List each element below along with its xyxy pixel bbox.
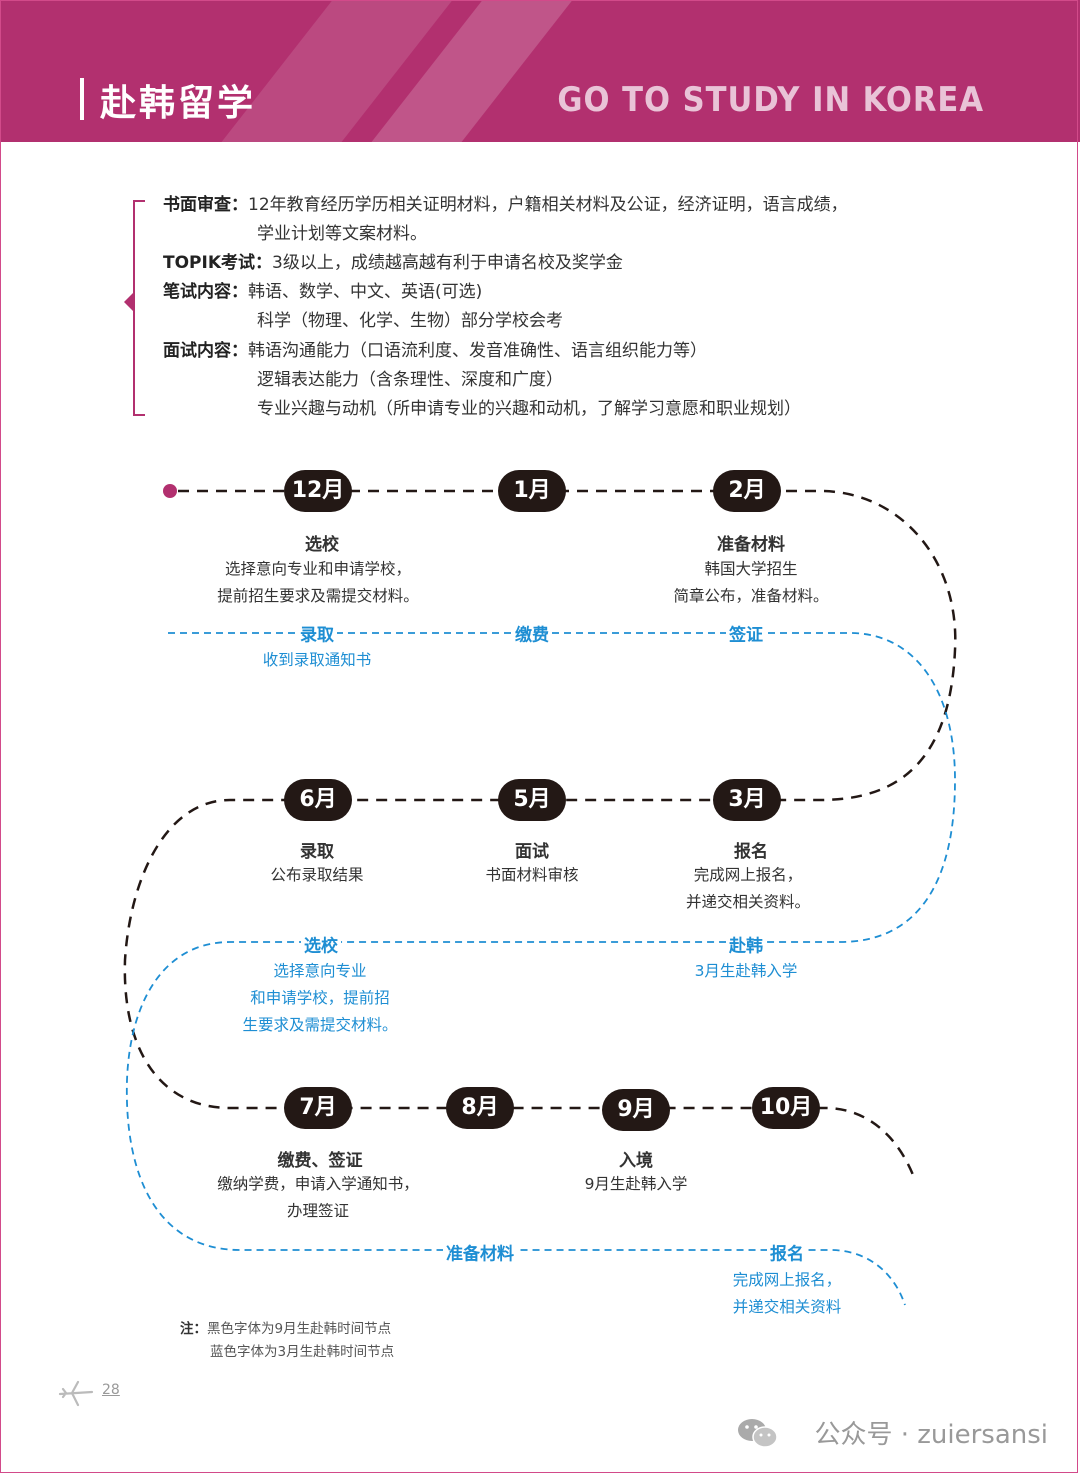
step-desc-line: 完成网上报名， <box>693 866 803 884</box>
step-desc-line: 公布录取结果 <box>270 866 364 884</box>
note-line: 黑色字体为9月生赴韩时间节点 <box>207 1321 392 1337</box>
req-text: 科学（物理、化学、生物）部分学校会考 <box>257 311 563 331</box>
legend-note: 注：黑色字体为9月生赴韩时间节点 蓝色字体为3月生赴韩时间节点 <box>180 1318 394 1364</box>
page-title: 赴韩留学 <box>100 83 257 124</box>
step-desc: 韩国大学招生 简章公布，准备材料。 <box>621 556 881 610</box>
note-line: 蓝色字体为3月生赴韩时间节点 <box>210 1344 395 1360</box>
step-title: 准备材料 <box>717 535 785 555</box>
step-title: 缴费、签证 <box>277 1151 363 1171</box>
blue-step-label: 报名 <box>767 1239 807 1265</box>
blue-step-desc: 收到录取通知书 <box>187 647 447 674</box>
step-desc-line: 书面材料审核 <box>485 866 579 884</box>
step-desc: 完成网上报名， 并递交相关资料。 <box>618 862 878 916</box>
blue-step-label: 签证 <box>726 620 766 646</box>
req-written-exam: 笔试内容：韩语、数学、中文、英语(可选) 科学（物理、化学、生物）部分学校会考 <box>163 278 563 336</box>
header-bar <box>80 78 84 120</box>
req-topik: TOPIK考试：3级以上，成绩越高越有利于申请名校及奖学金 <box>163 249 623 278</box>
page-number: 28 <box>102 1382 120 1398</box>
step-desc: 缴纳学费，申请入学通知书， 办理签证 <box>188 1171 448 1225</box>
req-label: 书面审查： <box>163 195 248 215</box>
wechat-icon <box>738 1419 778 1448</box>
req-interview: 面试内容：韩语沟通能力（口语流利度、发音准确性、语言组织能力等） 逻辑表达能力（… <box>163 337 801 424</box>
step-title: 录取 <box>300 842 334 862</box>
black-timeline-path <box>123 489 957 1181</box>
timeline-start-dot <box>163 484 177 498</box>
blue-desc-line: 收到录取通知书 <box>262 651 372 669</box>
blue-desc-line: 完成网上报名， <box>732 1271 842 1289</box>
month-badge: 3月 <box>713 779 781 821</box>
req-text: 3级以上，成绩越高越有利于申请名校及奖学金 <box>272 253 623 273</box>
req-text: 韩语沟通能力（口语流利度、发音准确性、语言组织能力等） <box>248 341 707 361</box>
month-badge: 7月 <box>284 1087 352 1129</box>
page-header: 赴韩留学 GO TO STUDY IN KOREA <box>0 0 1080 142</box>
blue-desc-line: 并递交相关资料 <box>732 1298 842 1316</box>
req-label: 面试内容： <box>163 341 248 361</box>
req-text: 学业计划等文案材料。 <box>257 224 427 244</box>
blue-desc-line: 生要求及需提交材料。 <box>242 1016 398 1034</box>
step-desc-line: 提前招生要求及需提交材料。 <box>217 587 419 605</box>
month-badge: 10月 <box>752 1087 820 1129</box>
blue-step-label: 赴韩 <box>726 931 766 957</box>
step-desc-line: 缴纳学费，申请入学通知书， <box>217 1175 419 1193</box>
step-desc: 9月生赴韩入学 <box>506 1171 766 1198</box>
month-badge: 6月 <box>284 779 352 821</box>
blue-step-desc: 完成网上报名， 并递交相关资料 <box>657 1267 917 1321</box>
step-desc-line: 9月生赴韩入学 <box>584 1175 688 1193</box>
req-label: 笔试内容： <box>163 282 248 302</box>
step-desc: 选择意向专业和申请学校， 提前招生要求及需提交材料。 <box>188 556 448 610</box>
month-badge: 2月 <box>713 470 781 512</box>
requirements-bracket <box>133 200 145 416</box>
blue-step-desc: 3月生赴韩入学 <box>616 958 876 985</box>
blue-step-label: 准备材料 <box>443 1239 517 1265</box>
month-badge: 9月 <box>602 1089 670 1131</box>
blue-step-desc: 选择意向专业 和申请学校，提前招 生要求及需提交材料。 <box>190 958 450 1039</box>
month-badge: 12月 <box>284 470 352 512</box>
page-title-english: GO TO STUDY IN KOREA <box>557 80 984 120</box>
blue-step-label: 缴费 <box>512 620 552 646</box>
blue-desc-line: 3月生赴韩入学 <box>694 962 798 980</box>
step-desc: 书面材料审核 <box>402 862 662 889</box>
blue-timeline-path <box>125 632 956 1306</box>
blue-step-label: 选校 <box>301 931 341 957</box>
req-label: TOPIK考试： <box>163 253 273 273</box>
wechat-watermark: 公众号 · zuiersansi <box>814 1420 1048 1450</box>
airplane-icon <box>58 1380 94 1407</box>
step-title: 入境 <box>619 1151 653 1171</box>
req-text: 12年教育经历学历相关证明材料，户籍相关材料及公证，经济证明，语言成绩， <box>248 195 848 215</box>
step-desc: 公布录取结果 <box>187 862 447 889</box>
month-badge: 8月 <box>446 1087 514 1129</box>
month-badge: 1月 <box>498 470 566 512</box>
month-badge: 5月 <box>498 779 566 821</box>
req-text: 逻辑表达能力（含条理性、深度和广度） <box>257 370 563 390</box>
step-desc-line: 并递交相关资料。 <box>685 893 810 911</box>
step-title: 报名 <box>734 842 768 862</box>
bracket-notch <box>124 292 134 312</box>
blue-desc-line: 选择意向专业 <box>273 962 367 980</box>
step-title: 选校 <box>305 535 339 555</box>
note-label: 注： <box>180 1321 207 1337</box>
step-desc-line: 选择意向专业和申请学校， <box>224 560 411 578</box>
req-text: 韩语、数学、中文、英语(可选) <box>248 282 483 302</box>
step-desc-line: 简章公布，准备材料。 <box>673 587 829 605</box>
req-text: 专业兴趣与动机（所申请专业的兴趣和动机，了解学习意愿和职业规划） <box>257 399 801 419</box>
step-title: 面试 <box>515 842 549 862</box>
blue-desc-line: 和申请学校，提前招 <box>250 989 390 1007</box>
blue-step-label: 录取 <box>297 620 337 646</box>
req-written-review: 书面审查：12年教育经历学历相关证明材料，户籍相关材料及公证，经济证明，语言成绩… <box>163 191 848 249</box>
step-desc-line: 办理签证 <box>286 1202 349 1220</box>
step-desc-line: 韩国大学招生 <box>704 560 798 578</box>
